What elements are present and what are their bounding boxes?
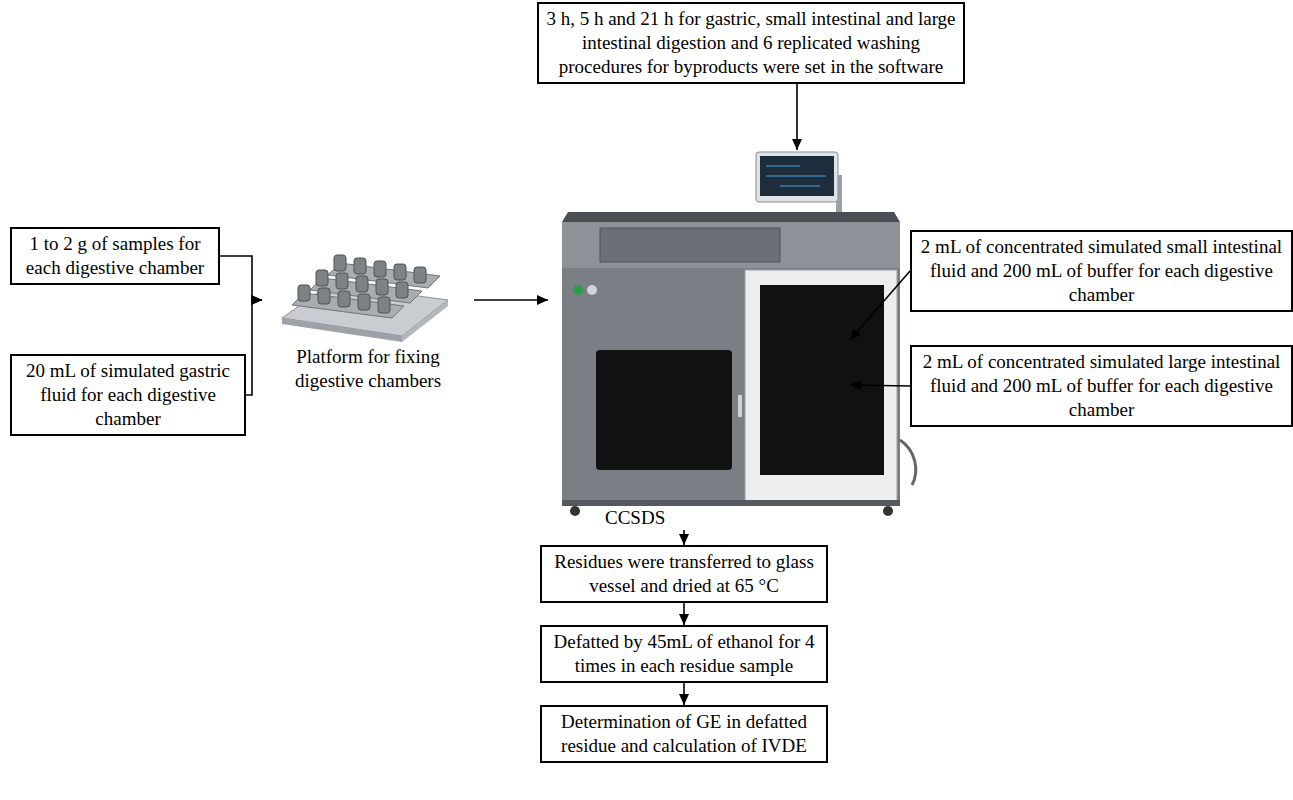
- flow-arrow: [850, 380, 910, 390]
- arrowhead: [679, 694, 689, 705]
- connector-line: [220, 256, 262, 300]
- machine-node: CCSDS: [548, 150, 850, 530]
- flow-arrow: [679, 530, 689, 545]
- arrowhead: [792, 139, 802, 150]
- connector-line: [246, 300, 262, 395]
- process-box: Residues were transferred to glass vesse…: [540, 545, 828, 603]
- node-text: 2 mL of concentrated simulated large int…: [917, 350, 1286, 422]
- node-text: CCSDS: [605, 506, 665, 530]
- arrowhead: [850, 380, 861, 390]
- flow-arrow: [850, 271, 910, 340]
- arrowhead: [537, 295, 548, 305]
- connector-line: [850, 271, 910, 340]
- input-box: 1 to 2 g of samples for each digestive c…: [10, 227, 220, 285]
- flow-arrow: [220, 256, 262, 305]
- process-box: Determination of GE in defatted residue …: [540, 705, 828, 763]
- node-text: 3 h, 5 h and 21 h for gastric, small int…: [544, 7, 958, 79]
- arrowhead: [679, 534, 689, 545]
- flow-arrow: [792, 84, 802, 150]
- platform-illustration: [282, 255, 448, 342]
- machine-illustration: [562, 152, 916, 516]
- node-text: Residues were transferred to glass vesse…: [547, 550, 821, 598]
- arrowhead: [850, 328, 861, 340]
- node-text: 20 mL of simulated gastric fluid for eac…: [17, 359, 239, 431]
- input-box: 2 mL of concentrated simulated small int…: [910, 230, 1293, 312]
- arrowhead: [679, 614, 689, 625]
- flow-arrow: [679, 683, 689, 705]
- process-box: Defatted by 45mL of ethanol for 4 times …: [540, 625, 828, 683]
- node-text: 2 mL of concentrated simulated small int…: [917, 235, 1286, 307]
- settings-box: 3 h, 5 h and 21 h for gastric, small int…: [537, 2, 965, 84]
- flow-arrow: [679, 603, 689, 625]
- connector-line: [474, 299, 548, 301]
- arrowhead: [251, 295, 262, 305]
- node-text: Determination of GE in defatted residue …: [547, 710, 821, 758]
- platform-node: Platform for fixing digestive chambers: [262, 245, 474, 393]
- input-box: 2 mL of concentrated simulated large int…: [910, 345, 1293, 427]
- flow-arrow: [474, 295, 548, 305]
- node-text: Platform for fixing digestive chambers: [262, 345, 474, 393]
- node-text: Defatted by 45mL of ethanol for 4 times …: [547, 630, 821, 678]
- node-text: 1 to 2 g of samples for each digestive c…: [17, 232, 213, 280]
- input-box: 20 mL of simulated gastric fluid for eac…: [10, 354, 246, 436]
- arrowhead: [251, 295, 262, 305]
- flow-arrow: [246, 295, 262, 395]
